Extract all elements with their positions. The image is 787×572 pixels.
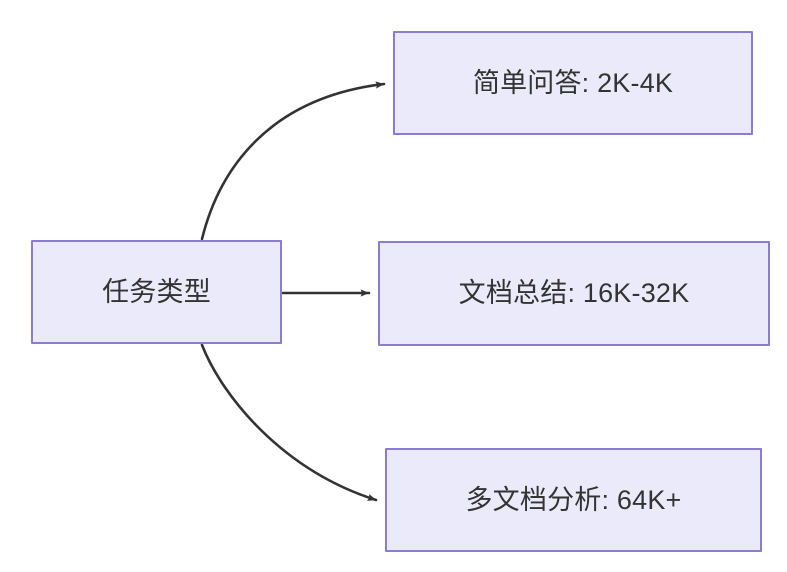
node-task-type[interactable]: 任务类型 [31,240,282,344]
node-doc-summary[interactable]: 文档总结: 16K-32K [378,241,770,346]
node-multi-doc[interactable]: 多文档分析: 64K+ [385,448,762,552]
node-multi-doc-label: 多文档分析: 64K+ [465,484,682,515]
edge-source-to-multi-doc [200,343,378,502]
edge-source-to-simple-qa [200,81,386,241]
node-simple-qa[interactable]: 简单问答: 2K-4K [393,31,753,135]
node-doc-summary-label: 文档总结: 16K-32K [458,278,690,309]
node-simple-qa-label: 简单问答: 2K-4K [472,67,674,98]
node-task-type-label: 任务类型 [102,276,211,307]
